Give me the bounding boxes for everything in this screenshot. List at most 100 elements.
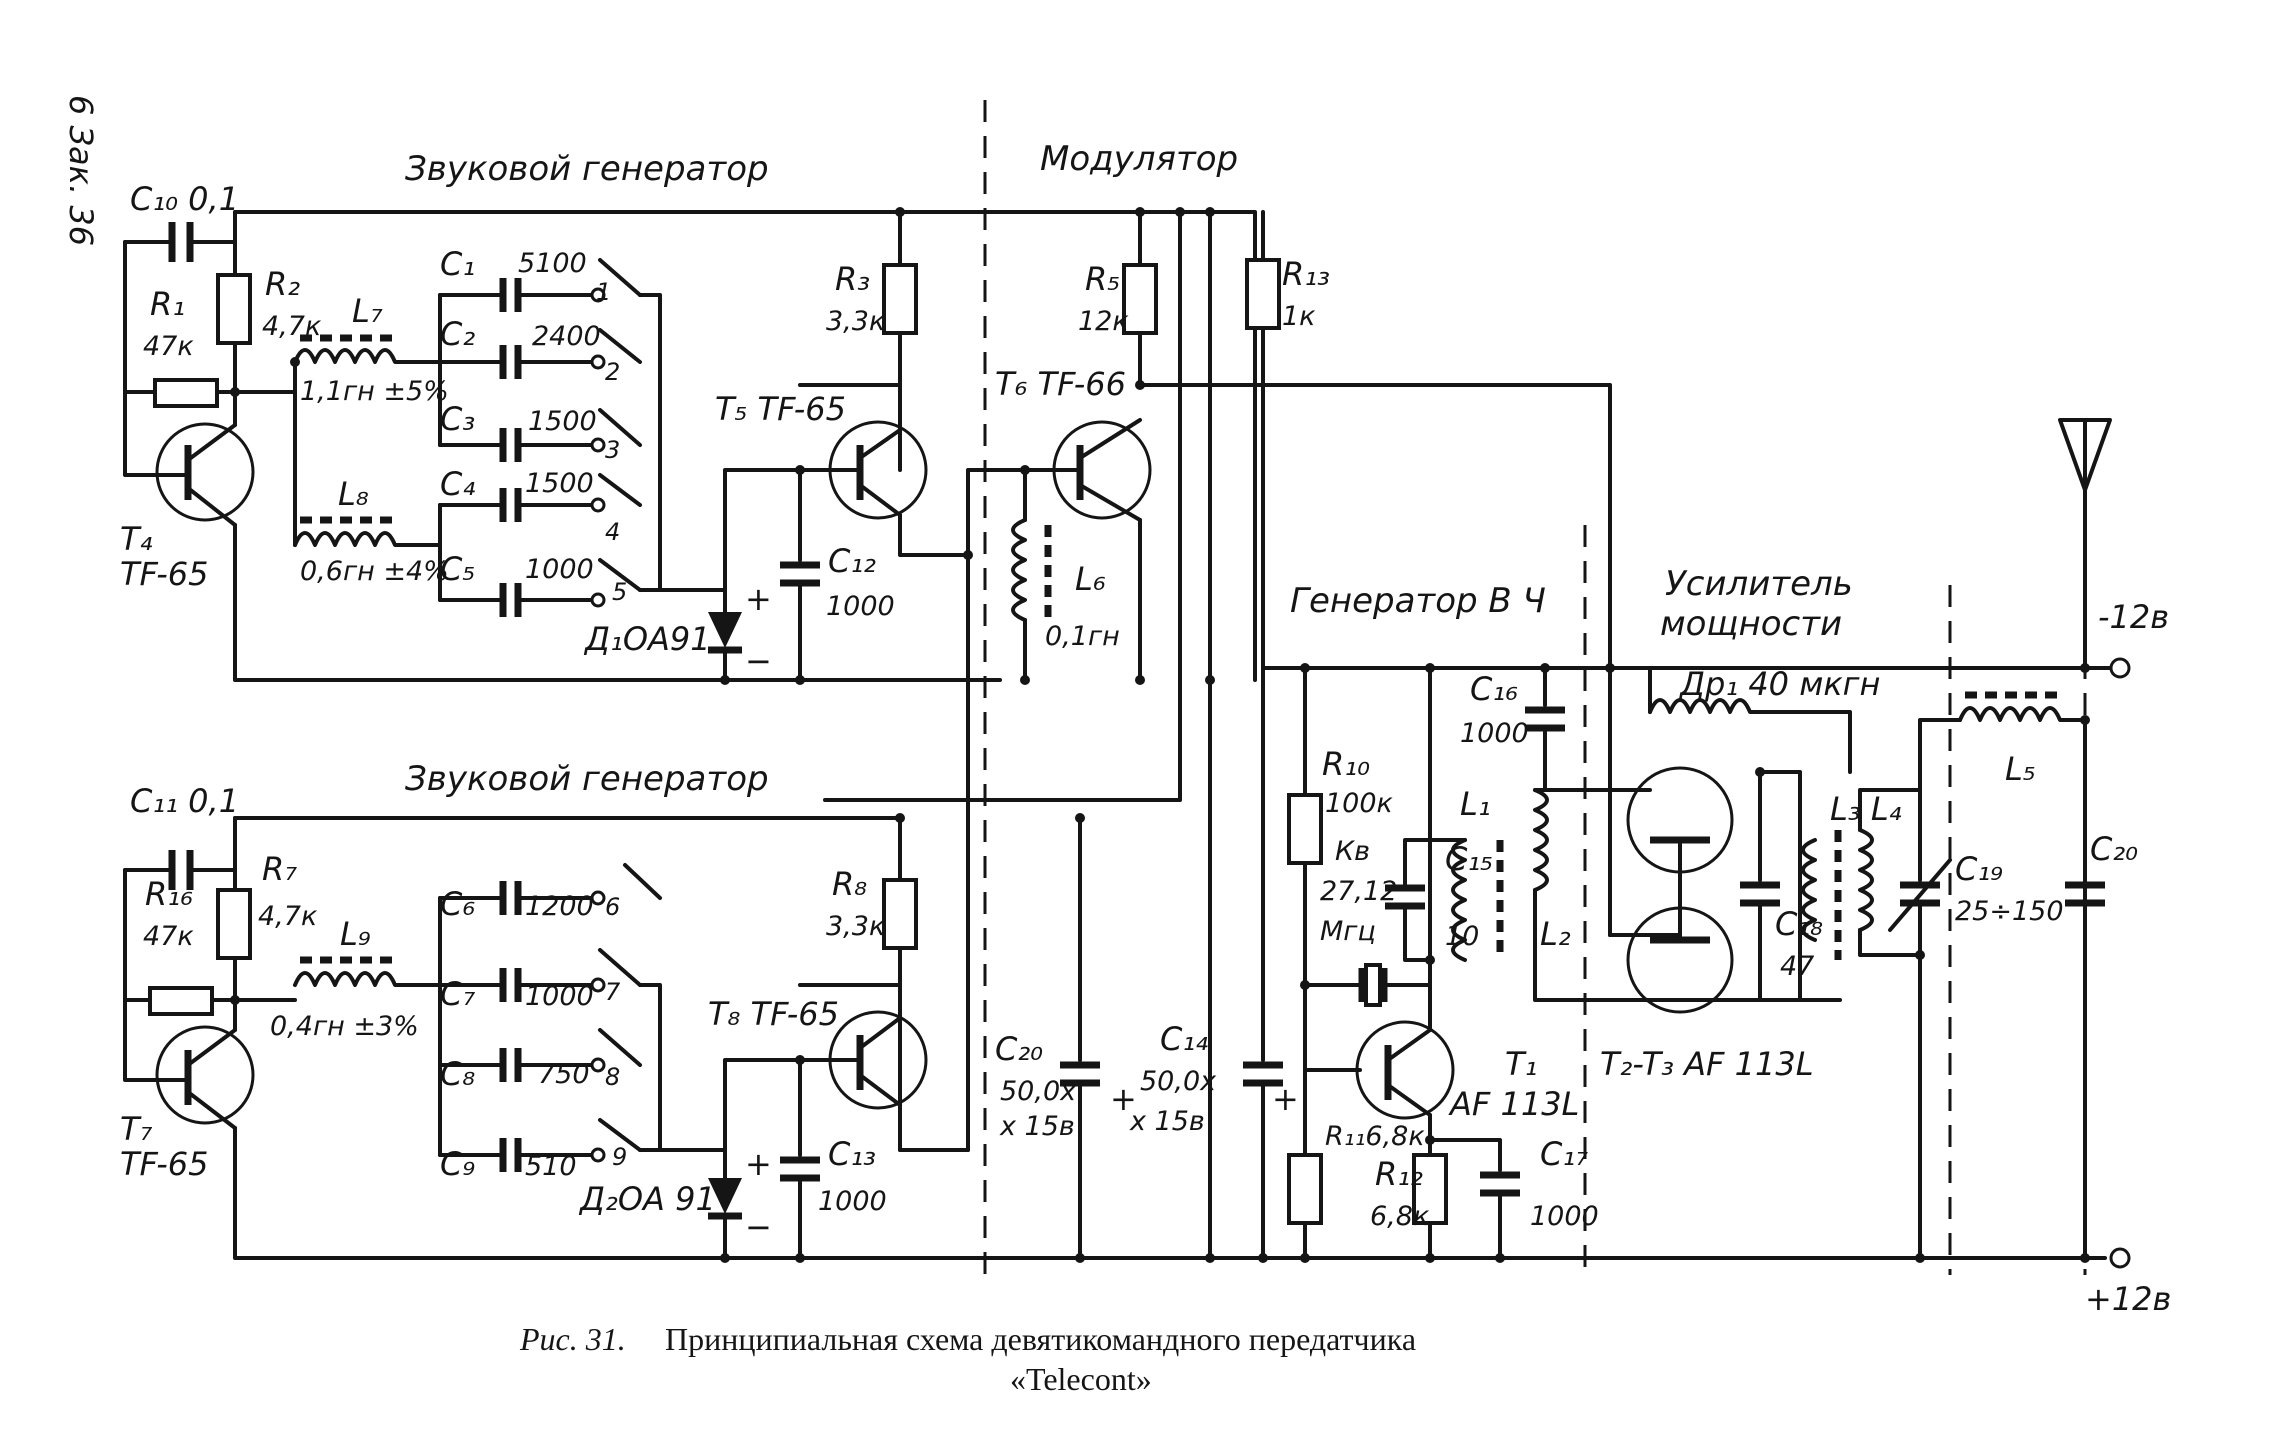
label-l3l4: L₃ L₄: [1830, 790, 1902, 828]
label-c14v2: х 15в: [1129, 1106, 1205, 1137]
label-r1v: 47к: [143, 331, 194, 362]
label-c18v: 47: [1780, 951, 1814, 982]
label-d1: Д₁ОА91: [583, 620, 711, 658]
audio-generator-1: [123, 207, 1002, 685]
d2-diode: [708, 1178, 742, 1214]
label-c14: C₁₄: [1160, 1020, 1208, 1058]
label-c7: C₇: [440, 975, 475, 1013]
component-labels: C₁₀ 0,1 R₁ 47к R₂ 4,7к L₇ 1,1гн ±5% L₈ 0…: [120, 180, 2171, 1318]
label-c5v: 1000: [525, 554, 594, 585]
label-c15: C₁₅: [1445, 840, 1493, 878]
label-c3: C₃: [440, 400, 475, 438]
r11-resistor: [1287, 1153, 1323, 1225]
label-c15v: 10: [1445, 921, 1479, 952]
label-r5v: 12к: [1078, 306, 1129, 337]
r1-resistor: [153, 378, 219, 408]
label-l8: L₈: [338, 475, 369, 513]
label-c6: C₆: [440, 885, 475, 923]
label-t4: T₄: [120, 520, 153, 558]
label-c16v: 1000: [1460, 718, 1529, 749]
label-c4v: 1500: [525, 468, 594, 499]
label-c20av2: х 15в: [999, 1111, 1075, 1142]
label-c14v: 50,0х: [1140, 1066, 1217, 1097]
label-d2-plus: +: [745, 1145, 772, 1183]
label-l1: L₁: [1460, 785, 1491, 823]
label-sw3: 3: [605, 436, 620, 464]
r3-resistor: [882, 263, 918, 335]
label-l6: L₆: [1075, 560, 1106, 598]
label-c2: C₂: [440, 315, 475, 353]
label-r1: R₁: [150, 285, 185, 323]
label-sw8: 8: [605, 1063, 620, 1091]
label-sw2: 2: [605, 358, 620, 386]
label-l2: L₂: [1540, 915, 1571, 953]
label-r2v: 4,7к: [262, 311, 322, 342]
caption-text: Принципиальная схема девятикомандного пе…: [665, 1321, 1416, 1357]
label-t6: T₆ TF-66: [995, 365, 1126, 403]
label-r5: R₅: [1085, 260, 1120, 298]
label-c19: C₁₉: [1955, 850, 2003, 888]
cap-bank-2: [438, 881, 597, 1172]
label-c5: C₅: [440, 550, 475, 588]
label-t4v: TF-65: [120, 555, 208, 593]
modulator: [823, 207, 1612, 1257]
label-kv3: Мгц: [1320, 916, 1376, 947]
label-d2-minus: −: [745, 1208, 772, 1246]
label-r10v: 100к: [1325, 788, 1394, 819]
label-c20a-plus: +: [1110, 1080, 1137, 1118]
label-d1-minus: −: [745, 642, 772, 680]
pos12-terminal: [2109, 1247, 2131, 1269]
label-r12v: 6,8к: [1370, 1201, 1430, 1232]
label-l5: L₅: [2005, 750, 2036, 788]
label-c8: C₈: [440, 1055, 475, 1093]
r5-resistor: [1122, 263, 1158, 335]
label-t1: T₁: [1505, 1045, 1537, 1083]
power-amplifier: [1605, 418, 2131, 1269]
label-c7v: 1000: [525, 981, 594, 1012]
label-l9v: 0,4гн ±3%: [270, 1011, 419, 1042]
section-audio-gen-1: Звуковой генератор: [405, 149, 769, 189]
t7-transistor: [155, 1025, 255, 1125]
label-r13: R₁₃: [1282, 255, 1330, 293]
label-v-pos: +12в: [2085, 1280, 2171, 1318]
label-r3: R₃: [835, 260, 870, 298]
section-audio-gen-2: Звуковой генератор: [405, 759, 769, 799]
label-v-neg: -12в: [2098, 598, 2169, 636]
caption-prefix: Рис. 31.: [519, 1321, 626, 1357]
label-c4: C₄: [440, 465, 475, 503]
switch-contacts-2: [590, 863, 662, 1163]
section-power-amp-1: Усилитель: [1665, 564, 1853, 604]
label-sw1: 1: [596, 278, 611, 306]
label-r16v: 47к: [143, 921, 194, 952]
label-r7: R₇: [262, 850, 297, 888]
label-c18: C₁₈: [1775, 905, 1823, 943]
label-sw7: 7: [605, 978, 621, 1006]
label-c9: C₉: [440, 1145, 475, 1183]
label-c2v: 2400: [532, 321, 601, 352]
r13-resistor: [1245, 258, 1281, 330]
label-l7v: 1,1гн ±5%: [300, 376, 449, 407]
label-c3v: 1500: [528, 406, 597, 437]
t1-transistor: [1355, 1020, 1455, 1120]
label-c11: C₁₁ 0,1: [130, 782, 239, 820]
label-c6v: 1200: [525, 891, 594, 922]
label-c20a: C₂₀: [995, 1030, 1043, 1068]
label-t7: T₇: [120, 1110, 153, 1148]
label-c17v: 1000: [1530, 1201, 1599, 1232]
label-c19v: 25÷150: [1955, 896, 2064, 927]
label-dr1: Др₁ 40 мкгн: [1678, 665, 1880, 703]
caption-name: «Telecont»: [1010, 1361, 1152, 1397]
label-c20av: 50,0х: [1000, 1076, 1077, 1107]
figure-caption: Рис. 31. Принципиальная схема девятикома…: [519, 1321, 1416, 1397]
label-l8v: 0,6гн ±4%: [300, 556, 449, 587]
label-c8v: 750: [538, 1059, 590, 1090]
label-kv: Кв: [1335, 836, 1370, 867]
label-r8v: 3,3к: [826, 911, 886, 942]
label-l9: L₉: [340, 915, 371, 953]
label-d2: Д₂ОА 91: [578, 1180, 716, 1218]
section-modulator: Модулятор: [1040, 139, 1238, 179]
label-r16: R₁₆: [145, 875, 193, 913]
rf-generator: [1261, 663, 2122, 1263]
